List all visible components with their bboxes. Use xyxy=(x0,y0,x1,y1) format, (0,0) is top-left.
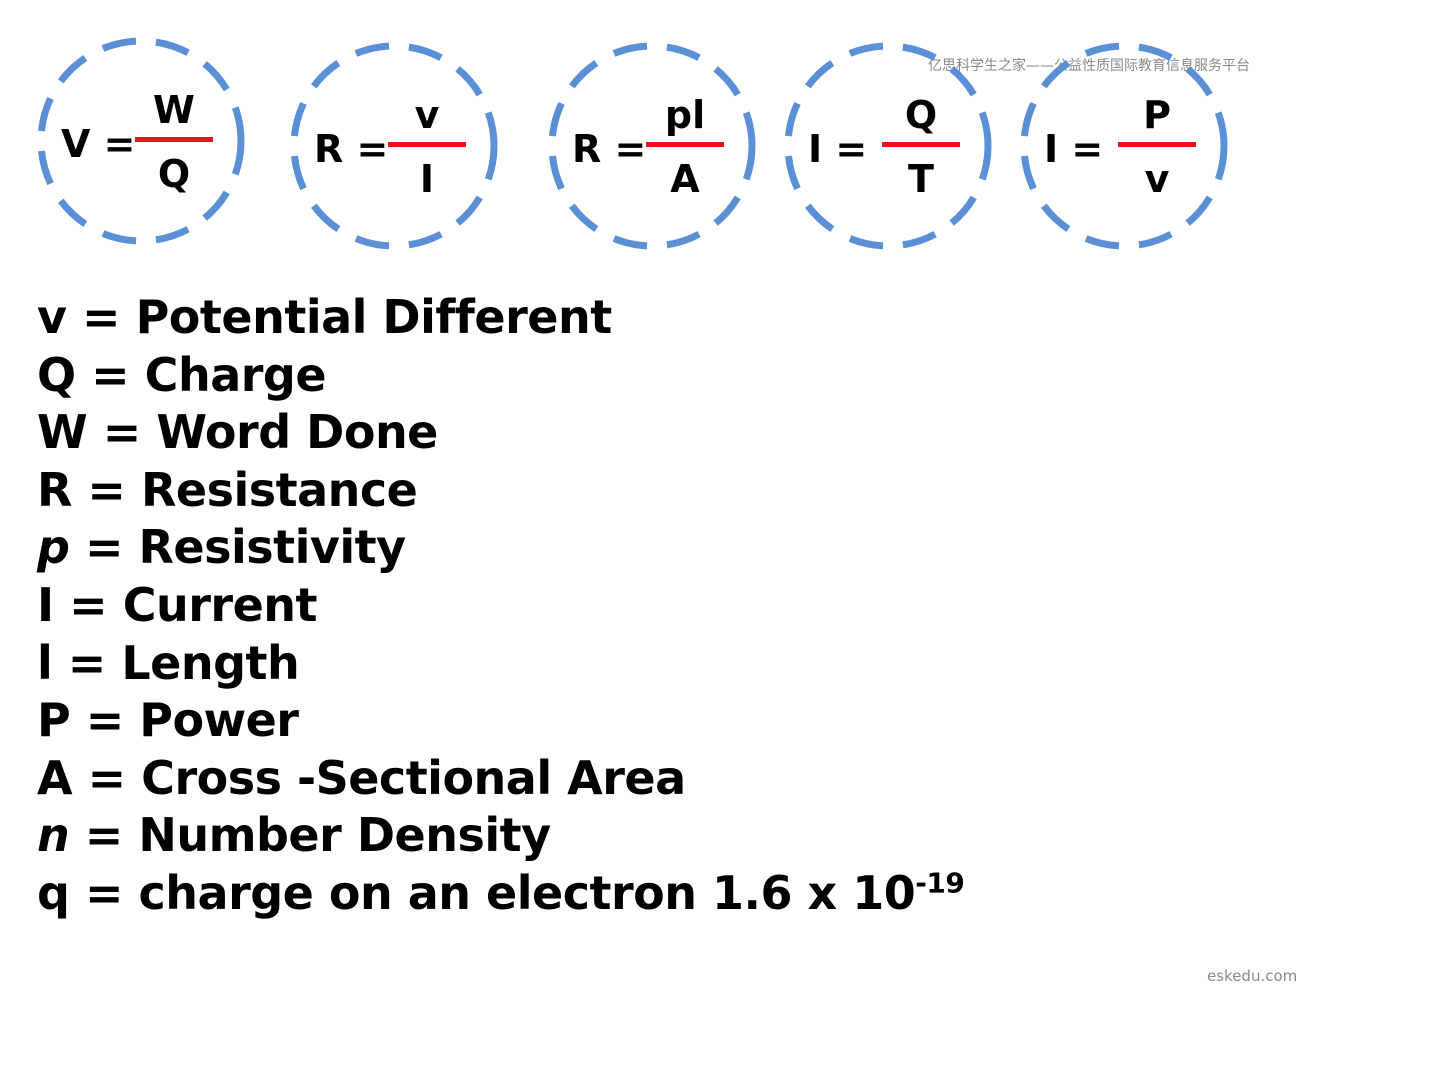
legend-item: A = Cross -Sectional Area xyxy=(37,750,964,808)
formula-lhs: R = xyxy=(314,127,389,171)
dashed-circle xyxy=(37,37,245,245)
legend-definition: = charge on an electron 1.6 x 10 xyxy=(69,865,916,920)
formula-numerator: W xyxy=(153,88,195,132)
legend-exponent: -19 xyxy=(915,866,965,900)
legend-symbol: I xyxy=(37,577,54,632)
formula-lhs: I = xyxy=(1044,127,1104,171)
fraction-bar xyxy=(388,142,466,147)
formula-numerator: P xyxy=(1143,93,1171,137)
legend-symbol: p xyxy=(37,520,70,575)
legend-symbol: W xyxy=(37,405,88,460)
legend-definition: = Cross -Sectional Area xyxy=(72,750,687,805)
fraction-bar xyxy=(135,137,213,142)
legend-symbol: q xyxy=(37,865,70,920)
formula-numerator: pl xyxy=(664,93,706,137)
legend-symbol: R xyxy=(37,462,72,517)
fraction-bar xyxy=(1118,142,1196,147)
dashed-circle xyxy=(548,42,756,250)
legend-item: I = Current xyxy=(37,577,964,635)
legend-definition: = Power xyxy=(70,693,299,748)
legend-item: v = Potential Different xyxy=(37,289,964,347)
formula-resistance: R = v I xyxy=(290,42,498,250)
legend-definition: = Potential Different xyxy=(66,290,612,344)
legend-symbol: n xyxy=(37,808,70,863)
watermark-text: 亿思科学生之家——公益性质国际教育信息服务平台 xyxy=(928,58,1250,74)
legend-item: R = Resistance xyxy=(37,462,964,520)
formula-resistivity: R = pl A xyxy=(548,42,756,250)
legend-definition: = Length xyxy=(52,635,300,690)
fraction-bar xyxy=(882,142,960,147)
legend-definition: = Current xyxy=(53,577,318,632)
formula-denominator: Q xyxy=(157,152,191,196)
legend-item: Q = Charge xyxy=(37,347,964,405)
formula-lhs: R = xyxy=(572,127,647,171)
formula-lhs: I = xyxy=(808,127,868,171)
formula-current-power: I = P v xyxy=(1020,42,1228,250)
legend-item: W = Word Done xyxy=(37,404,964,462)
formula-denominator: T xyxy=(908,157,934,201)
legend-item: p = Resistivity xyxy=(37,519,964,577)
formula-voltage: V = W Q xyxy=(37,37,245,245)
fraction-bar xyxy=(646,142,724,147)
legend-item: q = charge on an electron 1.6 x 10-19 xyxy=(37,865,965,923)
dashed-circle xyxy=(784,42,992,250)
legend-symbol: v xyxy=(37,290,67,344)
legend-definition: = Resistance xyxy=(71,462,418,517)
formula-denominator: A xyxy=(670,157,700,201)
formula-current-charge: I = Q T xyxy=(784,42,992,250)
legend-symbol: l xyxy=(37,635,53,690)
legend-definition: = Resistivity xyxy=(69,520,406,575)
legend-item: l = Length xyxy=(37,635,964,693)
legend-symbol: Q xyxy=(37,347,76,402)
legend-item: n = Number Density xyxy=(37,807,964,865)
footer-domain: eskedu.com xyxy=(1207,967,1298,985)
legend-item: P = Power xyxy=(37,692,964,750)
legend-definition: = Number Density xyxy=(69,808,551,863)
formula-numerator: v xyxy=(414,93,440,137)
legend-symbol: P xyxy=(37,693,71,748)
dashed-circle xyxy=(1020,42,1228,250)
formula-numerator: Q xyxy=(904,93,938,137)
dashed-circle xyxy=(290,42,498,250)
variable-legend: v = Potential Different Q = Charge W = W… xyxy=(37,289,965,923)
legend-definition: = Charge xyxy=(75,347,327,402)
formula-denominator: I xyxy=(419,157,435,201)
formula-denominator: v xyxy=(1144,157,1170,201)
legend-definition: = Word Done xyxy=(87,405,439,460)
legend-symbol: A xyxy=(37,750,73,805)
formula-lhs: V = xyxy=(61,122,136,166)
